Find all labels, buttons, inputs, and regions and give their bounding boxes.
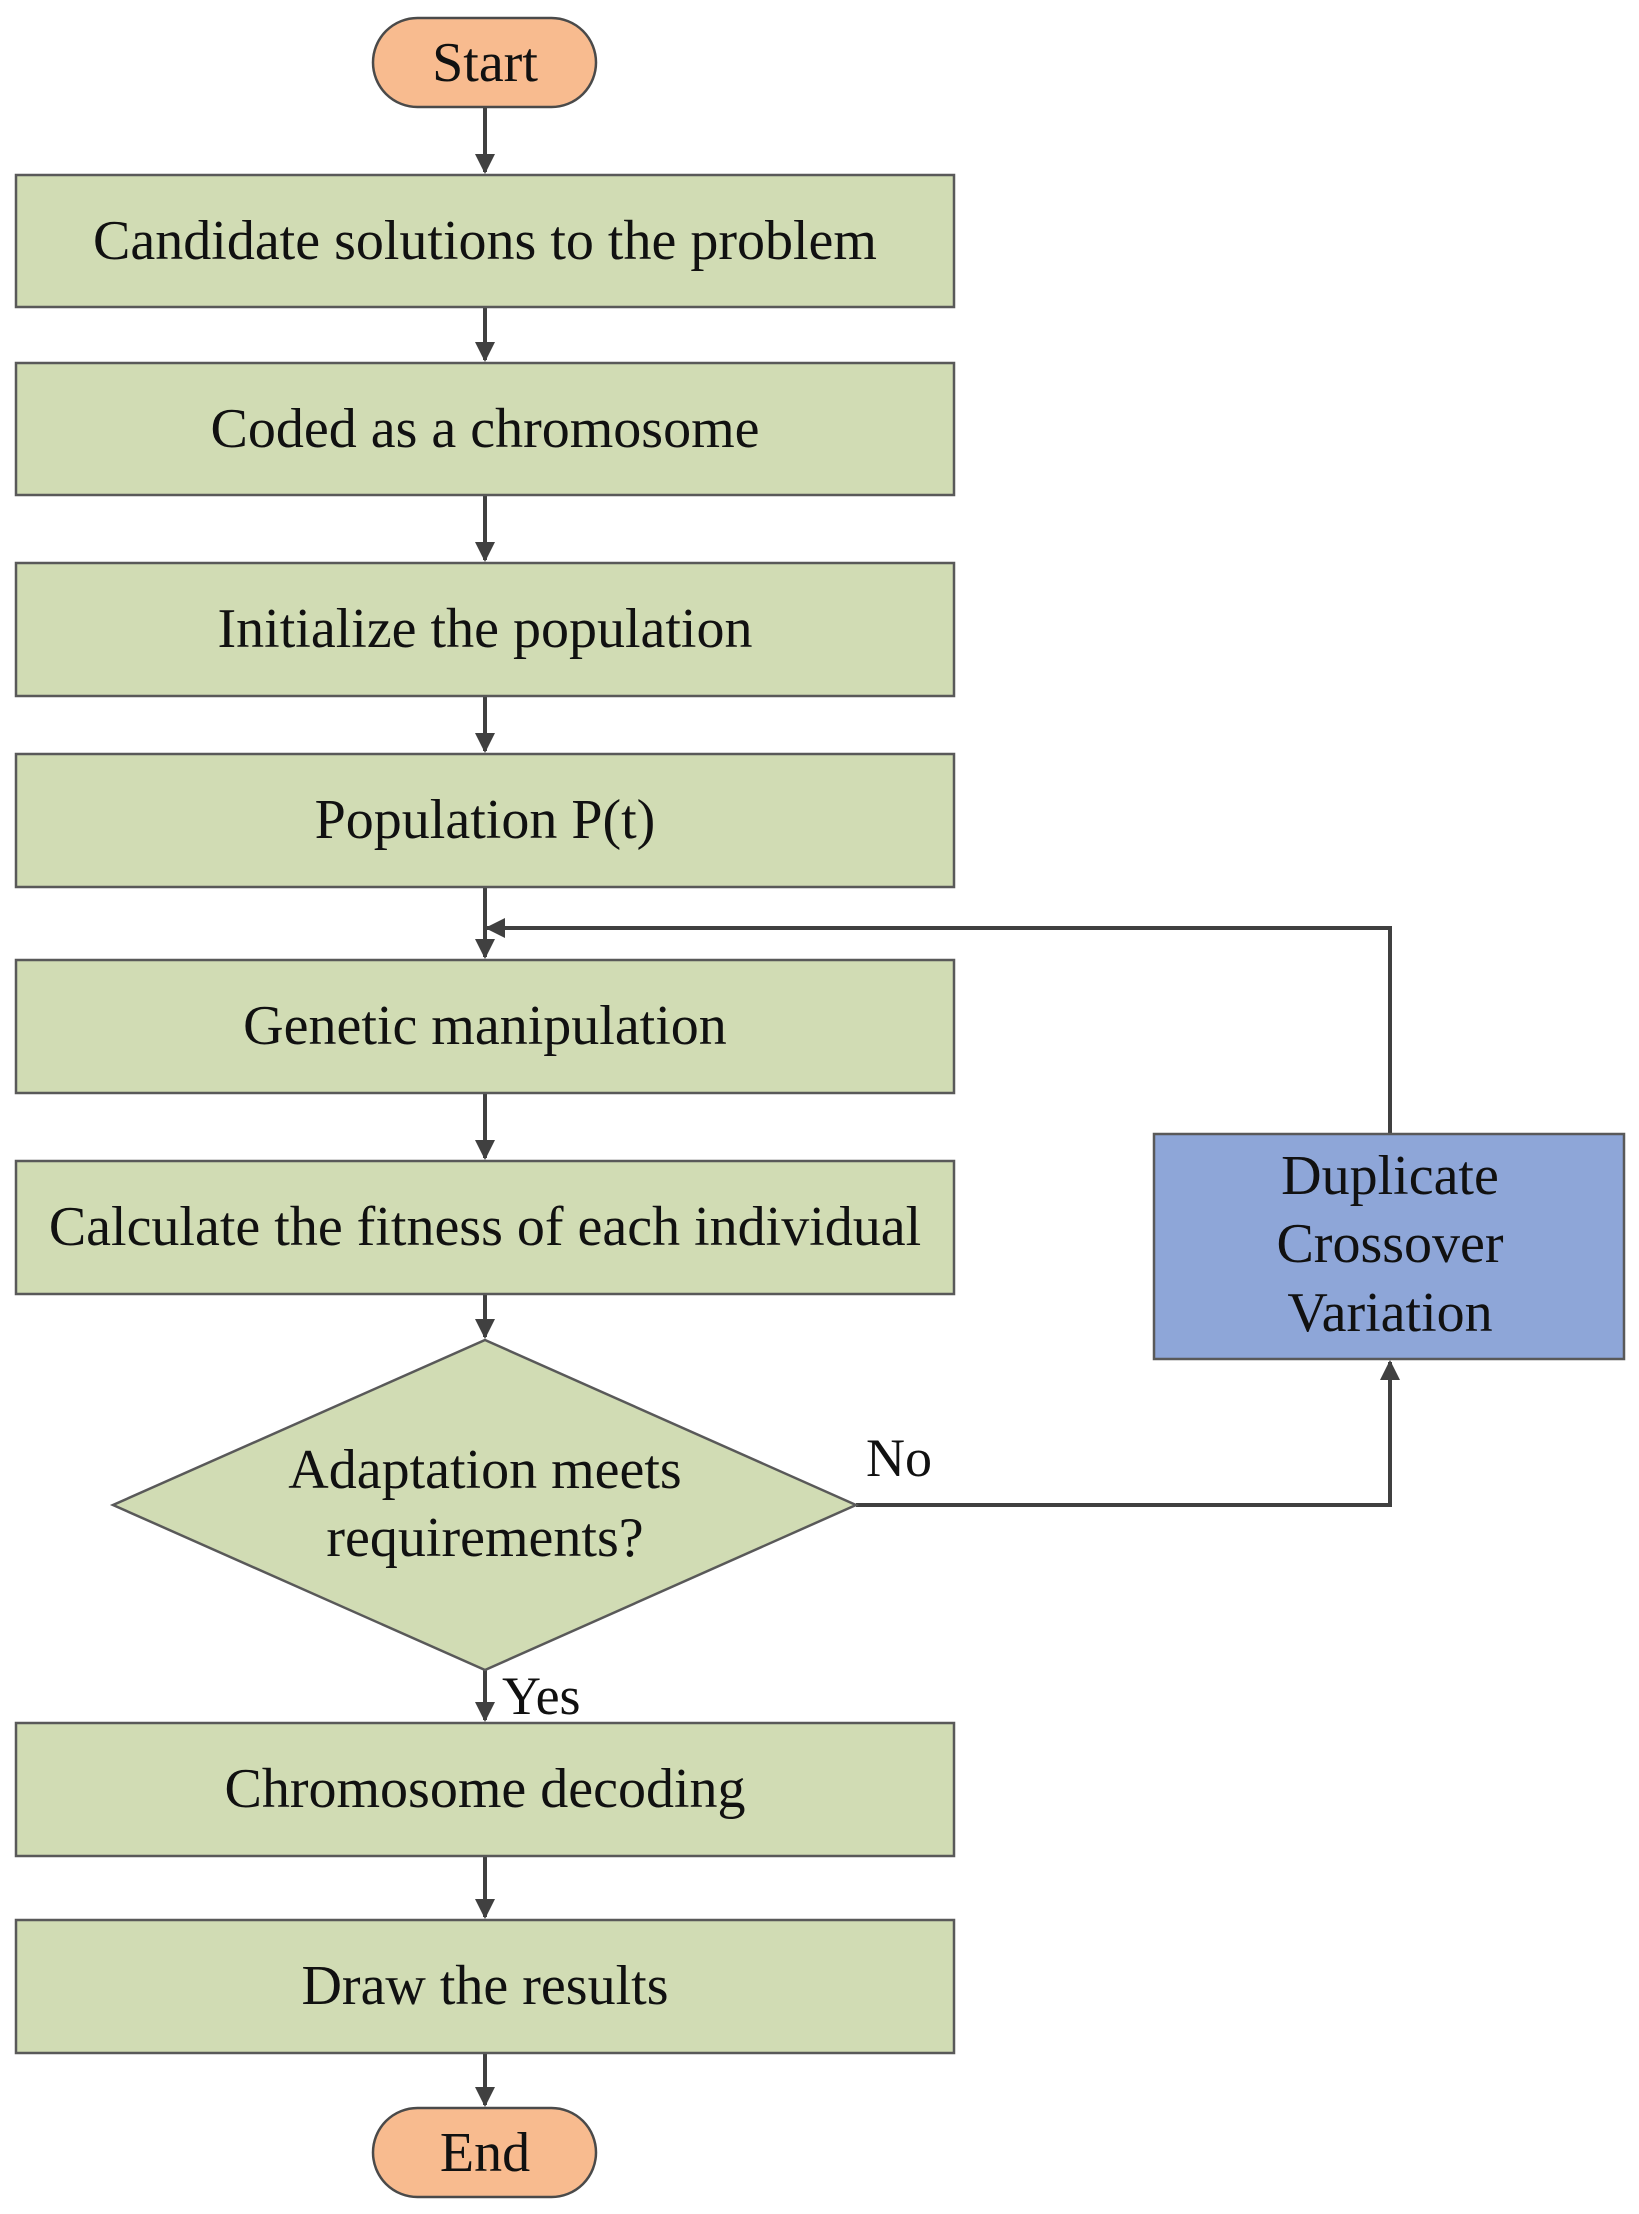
step-draw-box — [14, 1918, 956, 2055]
start-terminal: Start — [371, 16, 598, 109]
step-initialize-label: Initialize the population — [218, 598, 753, 660]
step-fitness-box — [14, 1159, 956, 1296]
step-coded-box — [14, 361, 956, 497]
arrow-loop-back — [485, 918, 1392, 1134]
start-label: Start — [432, 32, 538, 94]
end-label: End — [440, 2122, 530, 2184]
step-candidate-label: Candidate solutions to the problem — [93, 210, 877, 272]
loop-box-line-2: Crossover — [1276, 1213, 1503, 1275]
loop-box-shape — [1152, 1132, 1626, 1361]
arrow-decision-no — [856, 1360, 1400, 1507]
step-fitness-label: Calculate the fitness of each individual — [49, 1196, 921, 1258]
step-initialize: Initialize the population — [14, 561, 956, 698]
step-genetic-label: Genetic manipulation — [243, 995, 727, 1057]
loop-box: Duplicate Crossover Variation — [1152, 1132, 1626, 1361]
step-draw-label: Draw the results — [301, 1955, 668, 2017]
end-shape — [371, 2106, 598, 2199]
step-coded-label: Coded as a chromosome — [211, 398, 760, 460]
step-decoding: Chromosome decoding — [14, 1721, 956, 1858]
start-shape — [371, 16, 598, 109]
step-initialize-box — [14, 561, 956, 698]
decision: Adaptation meets requirements? — [109, 1338, 860, 1672]
step-draw: Draw the results — [14, 1918, 956, 2055]
step-population-label: Population P(t) — [315, 789, 656, 851]
step-candidate: Candidate solutions to the problem — [14, 173, 956, 309]
step-decoding-box — [14, 1721, 956, 1858]
decision-label-line-1: Adaptation meets — [288, 1439, 681, 1501]
step-decoding-label: Chromosome decoding — [224, 1758, 745, 1820]
loop-box-line-1: Duplicate — [1281, 1145, 1499, 1207]
decision-label-line-2: requirements? — [326, 1507, 643, 1569]
decision-yes-label: Yes — [502, 1666, 581, 1726]
connectors — [475, 107, 1400, 2107]
end-terminal: End — [371, 2106, 598, 2199]
step-coded: Coded as a chromosome — [14, 361, 956, 497]
decision-shape — [109, 1338, 860, 1672]
decision-no-label: No — [866, 1428, 932, 1488]
step-population-box — [14, 752, 956, 889]
step-fitness: Calculate the fitness of each individual — [14, 1159, 956, 1296]
step-population: Population P(t) — [14, 752, 956, 889]
step-candidate-box — [14, 173, 956, 309]
step-genetic: Genetic manipulation — [14, 958, 956, 1095]
loop-box-line-3: Variation — [1287, 1282, 1492, 1344]
step-genetic-box — [14, 958, 956, 1095]
